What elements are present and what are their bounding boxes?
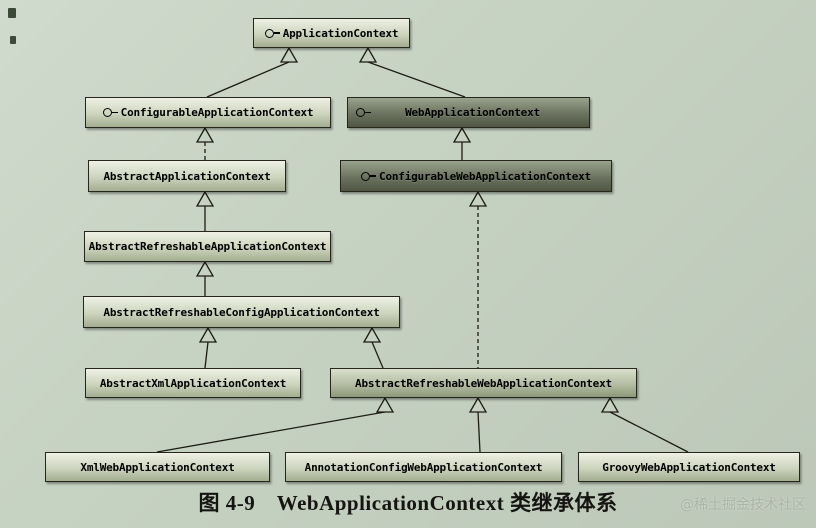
arrow-configurable-to-applicationcontext <box>206 46 299 98</box>
arrow-xml-to-refreshableconfig <box>198 326 218 369</box>
class-label: AbstractApplicationContext <box>103 169 271 183</box>
watermark: @稀土掘金技术社区 <box>680 497 806 513</box>
class-box-configurable-application-context: ConfigurableApplicationContext <box>85 97 331 128</box>
class-box-web-application-context: WebApplicationContext <box>347 97 590 128</box>
arrow-annotation-to-refreshableweb <box>468 396 488 453</box>
arrow-refreshable-to-abstract <box>195 190 215 231</box>
class-label: AbstractXmlApplicationContext <box>99 376 287 390</box>
class-box-annotation-config-web-application-context: AnnotationConfigWebApplicationContext <box>285 452 562 482</box>
interface-lollipop-icon <box>356 108 371 117</box>
class-box-abstract-refreshable-application-context: AbstractRefreshableApplicationContext <box>84 231 331 262</box>
arrow-refreshableconfig-to-refreshable <box>195 260 215 296</box>
class-box-abstract-xml-application-context: AbstractXmlApplicationContext <box>85 368 301 398</box>
arrow-configurableweb-to-web <box>452 126 472 160</box>
interface-lollipop-icon <box>102 108 118 117</box>
class-label: WebApplicationContext <box>405 106 540 119</box>
arrow-abstract-to-configurable <box>195 126 215 160</box>
class-box-abstract-refreshable-web-application-context: AbstractRefreshableWebApplicationContext <box>330 368 637 398</box>
arrow-web-to-applicationcontext <box>358 46 466 98</box>
class-label: AbstractRefreshableApplicationContext <box>88 240 327 253</box>
arrow-refreshableweb-to-configurableweb <box>468 190 488 368</box>
class-box-groovy-web-application-context: GroovyWebApplicationContext <box>578 452 800 482</box>
arrow-groovy-to-refreshableweb <box>600 396 689 453</box>
class-box-abstract-application-context: AbstractApplicationContext <box>88 160 286 192</box>
class-label: ConfigurableApplicationContext <box>120 106 314 119</box>
arrow-refreshableweb-to-refreshableconfig <box>362 326 384 369</box>
scan-speckle <box>8 8 16 18</box>
class-label: AbstractRefreshableConfigApplicationCont… <box>103 305 380 319</box>
figure-caption: 图 4-9 WebApplicationContext 类继承体系 <box>198 491 618 515</box>
interface-lollipop-icon <box>361 171 377 181</box>
arrow-xmlweb-to-refreshableweb <box>156 396 395 453</box>
class-box-abstract-refreshable-config-application-context: AbstractRefreshableConfigApplicationCont… <box>83 296 400 328</box>
class-label: GroovyWebApplicationContext <box>602 460 776 474</box>
class-label: ApplicationContext <box>282 26 399 40</box>
class-label: AbstractRefreshableWebApplicationContext <box>355 376 612 390</box>
scan-speckle <box>10 36 16 44</box>
interface-lollipop-icon <box>264 28 280 38</box>
class-box-xml-web-application-context: XmlWebApplicationContext <box>45 452 270 482</box>
class-box-application-context: ApplicationContext <box>253 18 410 48</box>
class-box-configurable-web-application-context: ConfigurableWebApplicationContext <box>340 160 612 192</box>
class-label: AnnotationConfigWebApplicationContext <box>304 460 543 474</box>
class-label: XmlWebApplicationContext <box>80 460 235 474</box>
class-label: ConfigurableWebApplicationContext <box>379 169 591 183</box>
